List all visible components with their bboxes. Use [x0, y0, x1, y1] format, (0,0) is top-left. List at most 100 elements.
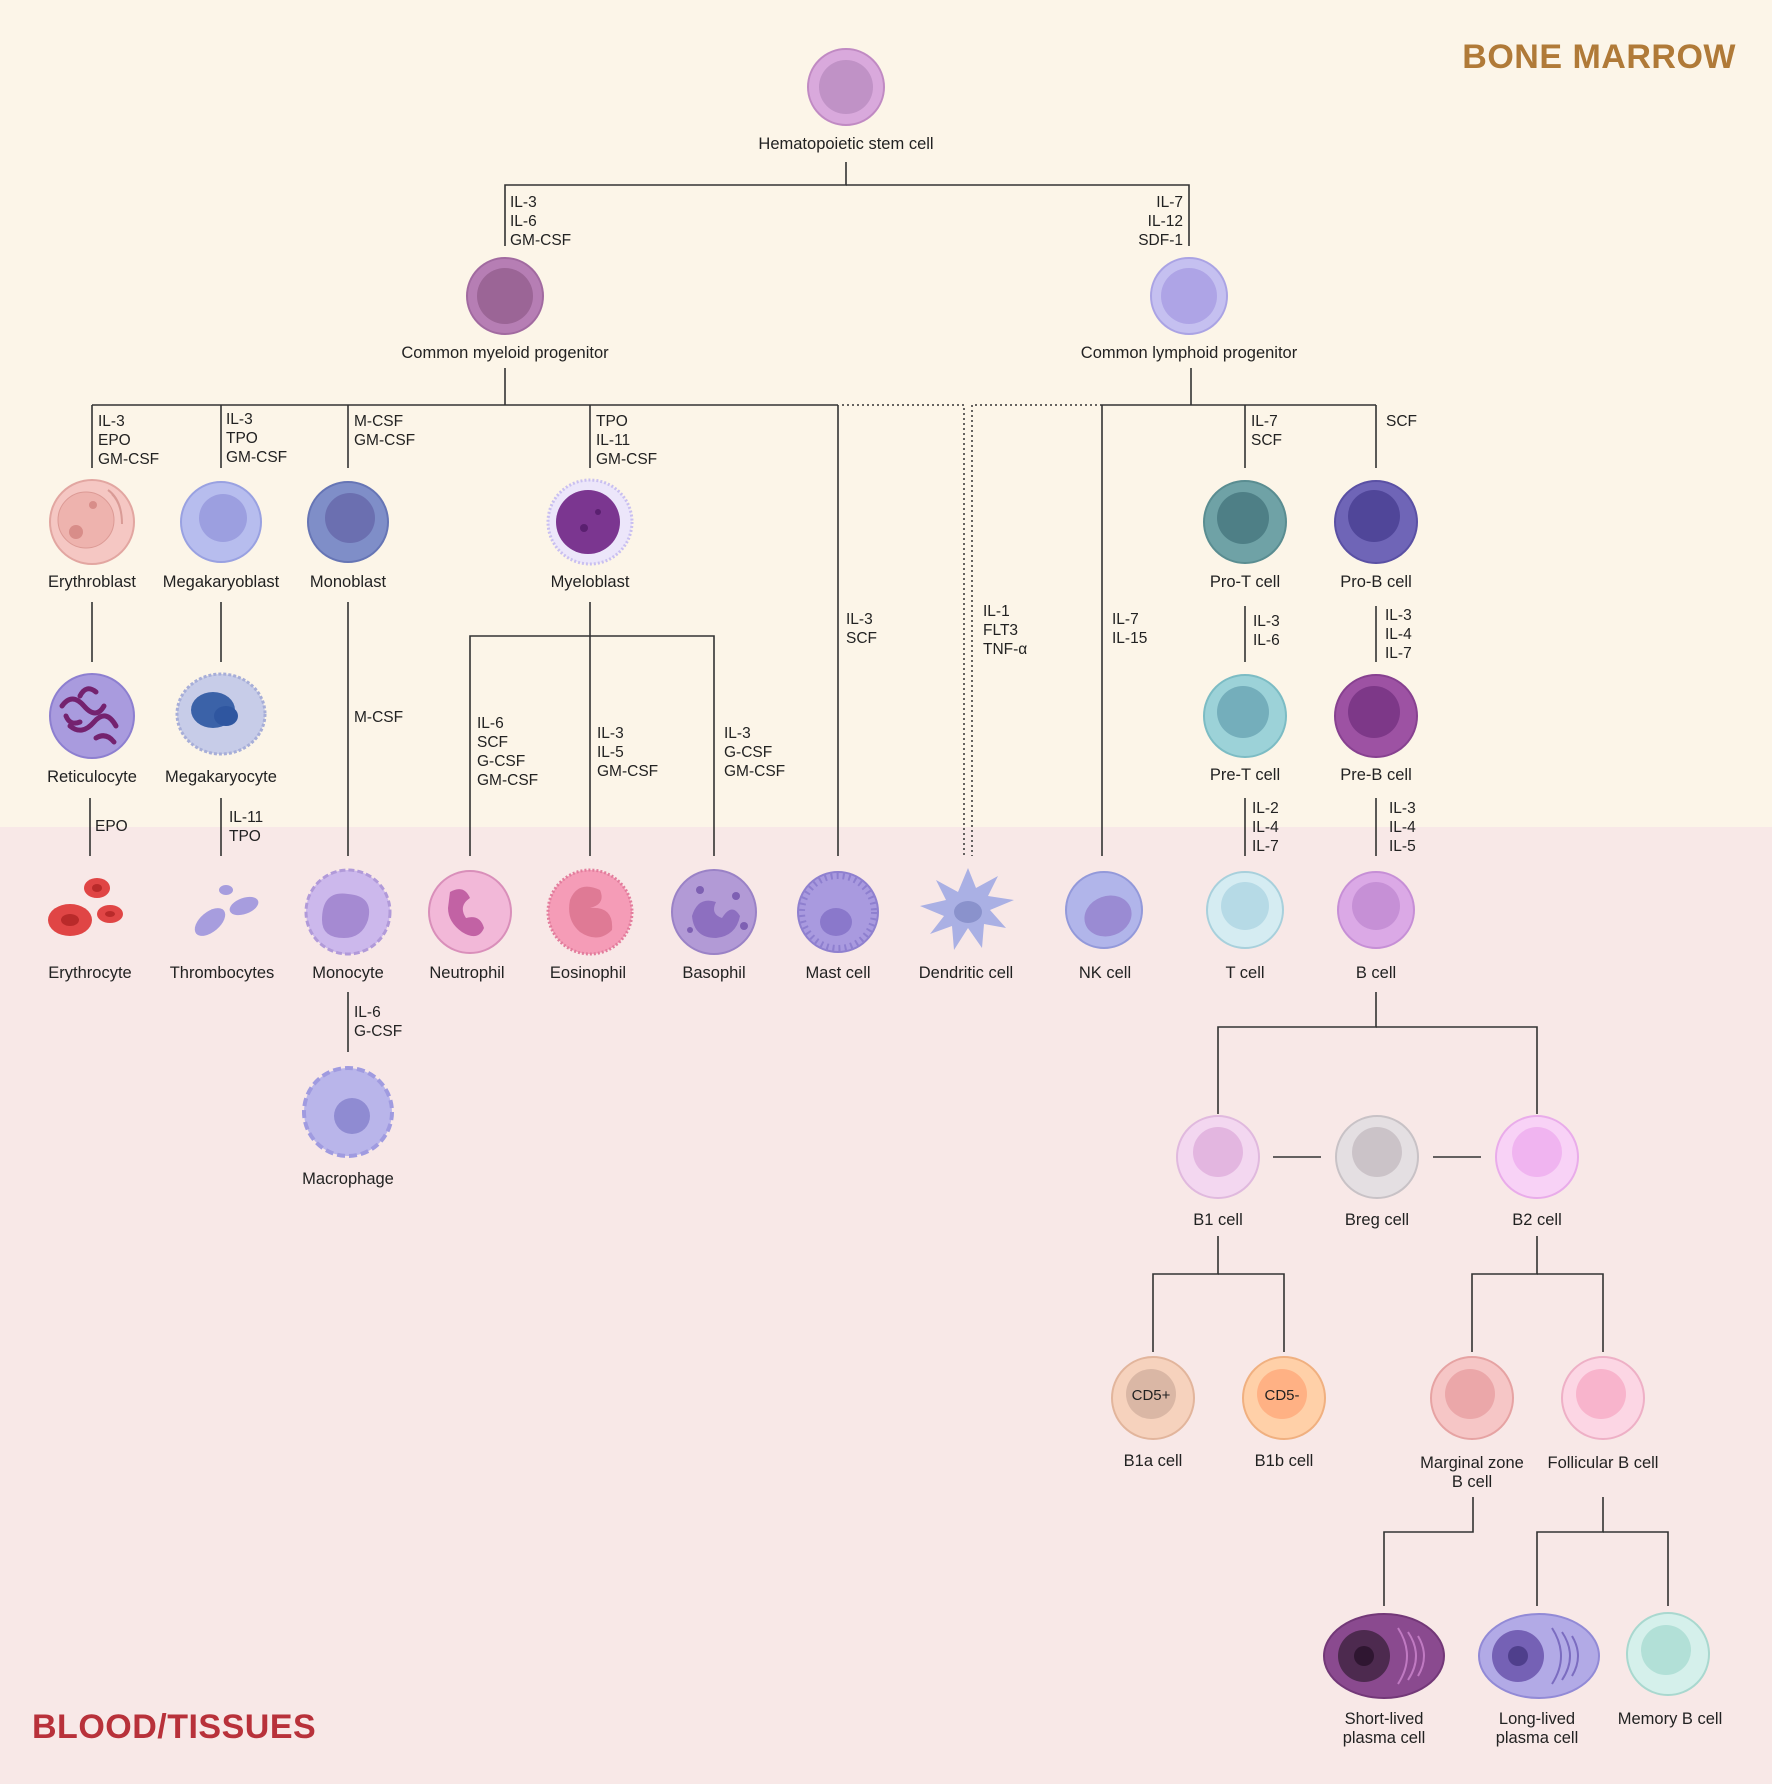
monoblast-cell: [307, 481, 389, 563]
b2-cell: [1495, 1115, 1579, 1199]
megakaryocyte-cell: [175, 672, 267, 756]
factor-line: IL-6: [354, 1004, 381, 1021]
label-pro-t: Pro-T cell: [1210, 573, 1280, 591]
factor-line: IL-6: [1253, 632, 1280, 649]
pro-t-cell: [1203, 480, 1287, 564]
pre-t-cell: [1203, 674, 1287, 758]
factor-line: IL-3: [226, 411, 253, 428]
factor-line: SDF-1: [1138, 232, 1183, 249]
factor-line: GM-CSF: [98, 451, 159, 468]
factor-line: SCF: [1386, 413, 1417, 430]
factor-line: IL-11: [229, 809, 263, 826]
factor-line: IL-5: [597, 744, 624, 761]
factor-line: IL-3: [1389, 800, 1416, 817]
dendritic-cell: [920, 868, 1014, 950]
breg-cell: [1335, 1115, 1419, 1199]
myeloblast-cell: [546, 478, 634, 566]
b1-cell: [1176, 1115, 1260, 1199]
label-marginal-zone-line1: Marginal zone: [1420, 1454, 1524, 1472]
macrophage-cell: [302, 1066, 394, 1158]
factor-line: IL-15: [1112, 630, 1147, 647]
hsc-branch-lymphoid: [846, 184, 1190, 246]
factor-line: G-CSF: [724, 744, 772, 761]
label-b1: B1 cell: [1193, 1211, 1243, 1229]
factor-line: IL-4: [1389, 819, 1416, 836]
factors-to-erythrocyte: EPO: [95, 818, 128, 835]
b2-branch: [1471, 1236, 1538, 1352]
label-basophil: Basophil: [682, 964, 745, 982]
label-reticulocyte: Reticulocyte: [47, 768, 137, 786]
label-short-lived-line1: Short-lived: [1345, 1710, 1424, 1728]
factor-line: GM-CSF: [724, 763, 785, 780]
label-b: B cell: [1356, 964, 1396, 982]
factor-line: IL-7: [1385, 645, 1412, 662]
label-eosinophil: Eosinophil: [550, 964, 626, 982]
neutrophil-cell: [428, 870, 512, 954]
cd5-negative-label: CD5-: [1264, 1387, 1299, 1404]
factor-line: IL-6: [510, 213, 537, 230]
label-cmp: Common myeloid progenitor: [401, 344, 609, 362]
b1b-cell: [1242, 1356, 1326, 1440]
label-t: T cell: [1225, 964, 1264, 982]
label-dendritic: Dendritic cell: [919, 964, 1013, 982]
factor-line: IL-7: [1251, 413, 1278, 430]
factor-line: IL-5: [1389, 838, 1416, 855]
factor-line: SCF: [1251, 432, 1282, 449]
label-pre-b: Pre-B cell: [1340, 766, 1412, 784]
short-lived-plasma-cell: [1323, 1613, 1445, 1699]
basophil-cell: [671, 869, 757, 955]
label-mast: Mast cell: [805, 964, 870, 982]
factor-line: TNF-α: [983, 641, 1027, 658]
b1-branch: [1152, 1236, 1219, 1352]
factors-to-pro-b: SCF: [1386, 413, 1417, 430]
thrombocyte-cells: [194, 885, 259, 936]
b-branch-b2: [1376, 1026, 1538, 1114]
factor-line: IL-7: [1156, 194, 1183, 211]
factor-line: IL-3: [510, 194, 537, 211]
hematopoietic-stem-cell: [807, 48, 885, 126]
label-pre-t: Pre-T cell: [1210, 766, 1280, 784]
follicular-b-cell: [1561, 1356, 1645, 1440]
bone-marrow-title: BONE MARROW: [1462, 38, 1736, 76]
common-lymphoid-progenitor: [1150, 257, 1228, 335]
pre-b-cell: [1334, 674, 1418, 758]
b1a-cell: [1111, 1356, 1195, 1440]
factor-line: IL-11: [596, 432, 630, 449]
label-erythrocyte: Erythrocyte: [48, 964, 131, 982]
cell-labels: Hematopoietic stem cell Common myeloid p…: [47, 135, 1722, 1747]
memory-b-cell: [1626, 1612, 1710, 1696]
factor-line: IL-1: [983, 603, 1010, 620]
follicular-branch: [1536, 1497, 1604, 1606]
label-b1b: B1b cell: [1255, 1452, 1314, 1470]
factor-line: SCF: [477, 734, 508, 751]
mz-branch: [1383, 1497, 1474, 1606]
factor-line: M-CSF: [354, 413, 403, 430]
label-monocyte: Monocyte: [312, 964, 384, 982]
connector-lines: [89, 162, 1669, 1606]
factor-line: SCF: [846, 630, 877, 647]
factor-line: G-CSF: [354, 1023, 402, 1040]
factor-line: IL-3: [724, 725, 751, 742]
label-thrombocytes: Thrombocytes: [170, 964, 275, 982]
factor-line: GM-CSF: [597, 763, 658, 780]
factor-line: TPO: [226, 430, 258, 447]
label-b1a: B1a cell: [1124, 1452, 1183, 1470]
dotted-lymphoid-to-dendritic: [971, 404, 1102, 856]
dotted-myeloid-to-dendritic: [842, 404, 965, 856]
factor-line: M-CSF: [354, 709, 403, 726]
myeloblast-branch: [469, 635, 715, 856]
reticulocyte-cell: [49, 673, 135, 759]
label-clp: Common lymphoid progenitor: [1081, 344, 1298, 362]
b-branch: [1217, 992, 1377, 1114]
factor-line: IL-4: [1252, 819, 1279, 836]
